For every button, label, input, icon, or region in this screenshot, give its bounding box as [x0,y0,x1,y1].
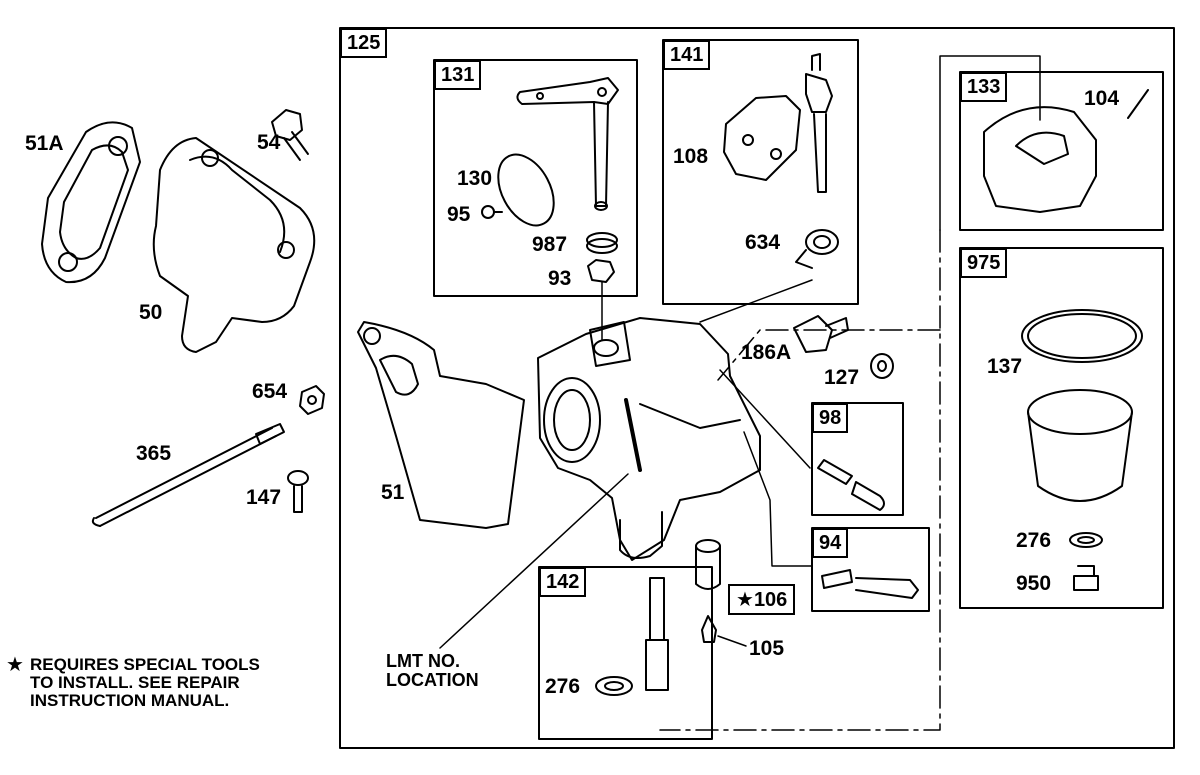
idle-mixture-screw-98 [817,459,885,511]
seat-106 [695,539,721,590]
emulsion-tube-142 [645,577,669,691]
lmt-line-2: LOCATION [386,670,479,690]
note-line-1: REQUIRES SPECIAL TOOLS [30,655,260,674]
throttle-plate-108 [723,95,801,181]
leader-634 [699,279,813,323]
special-tools-note: REQUIRES SPECIAL TOOLS TO INSTALL. SEE R… [30,656,260,710]
note-line-3: INSTRUCTION MANUAL. [30,691,230,710]
group-142-frame [538,566,713,740]
special-tool-star-icon: ★ [736,587,754,611]
nut-654 [299,385,325,415]
bowl-adapter-133 [983,106,1097,213]
group-98-frame [811,402,904,516]
label-950: 950 [1016,572,1052,595]
label-276-b: 276 [545,675,581,698]
leader-lmt [439,473,629,649]
label-105: 105 [749,637,785,660]
leader-94 [743,431,813,567]
screw-147 [287,470,309,513]
label-634: 634 [745,231,781,254]
group-131-frame [433,59,638,297]
bolt-54 [271,109,309,161]
spring-634 [795,229,839,269]
stud-365 [91,423,285,527]
group-975-frame [959,247,1164,609]
lmt-line-1: LMT NO. [386,651,460,671]
seal-987 [586,232,618,254]
label-51: 51 [381,481,405,504]
label-108: 108 [673,145,709,168]
group-label-141: 141 [663,40,711,70]
group-label-125: 125 [340,28,388,58]
washer-127 [870,353,894,379]
group-label-133: 133 [960,72,1008,102]
routing-dashdot-line [659,229,941,731]
float-bowl-975 [1027,389,1133,502]
group-label-98: 98 [812,403,849,433]
leader-105 [717,635,747,647]
group-125-frame [339,27,1175,749]
label-93: 93 [548,267,572,290]
choke-plate-130 [497,153,555,227]
label-127: 127 [824,366,860,389]
note-star-icon: ★ [6,652,24,676]
group-label-975: 975 [960,248,1008,278]
label-147: 147 [246,486,282,509]
washer-276 [1069,532,1103,548]
leader-98 [719,369,811,469]
throttle-shaft-141 [805,53,833,193]
fitting-186a [793,315,849,353]
group-label-94: 94 [812,528,849,558]
bowl-gasket-137 [1021,309,1143,363]
frame-divider-line [939,55,1041,231]
group-label-106: ★106 [728,584,796,615]
choke-shaft-131 [516,77,619,211]
group-141-frame [662,39,859,305]
label-987: 987 [532,233,568,256]
label-95: 95 [447,203,471,226]
intake-manifold-50 [152,137,316,353]
label-137: 137 [987,355,1023,378]
group-label-142: 142 [539,567,587,597]
carburetor-body [537,317,761,561]
label-106: 106 [753,589,788,611]
main-jet-screw-94 [821,569,919,599]
screw-950 [1073,565,1099,591]
label-50: 50 [139,301,163,324]
gasket-51a [41,121,141,284]
pin-104 [1127,89,1149,119]
label-104: 104 [1084,87,1120,110]
bushing-93 [587,259,615,283]
lmt-location-label: LMT NO. LOCATION [386,652,479,690]
label-130: 130 [457,167,493,190]
label-365: 365 [136,442,172,465]
group-94-frame [811,527,930,612]
group-133-frame [959,71,1164,231]
label-276: 276 [1016,529,1052,552]
label-654: 654 [252,380,288,403]
washer-276-b [595,676,633,696]
gasket-51 [357,321,525,529]
label-54: 54 [257,131,281,154]
needle-105 [701,615,717,643]
group-label-131: 131 [434,60,482,90]
note-line-2: TO INSTALL. SEE REPAIR [30,673,240,692]
label-51a: 51A [25,132,64,155]
screw-95 [481,205,503,219]
label-186a: 186A [741,341,792,364]
